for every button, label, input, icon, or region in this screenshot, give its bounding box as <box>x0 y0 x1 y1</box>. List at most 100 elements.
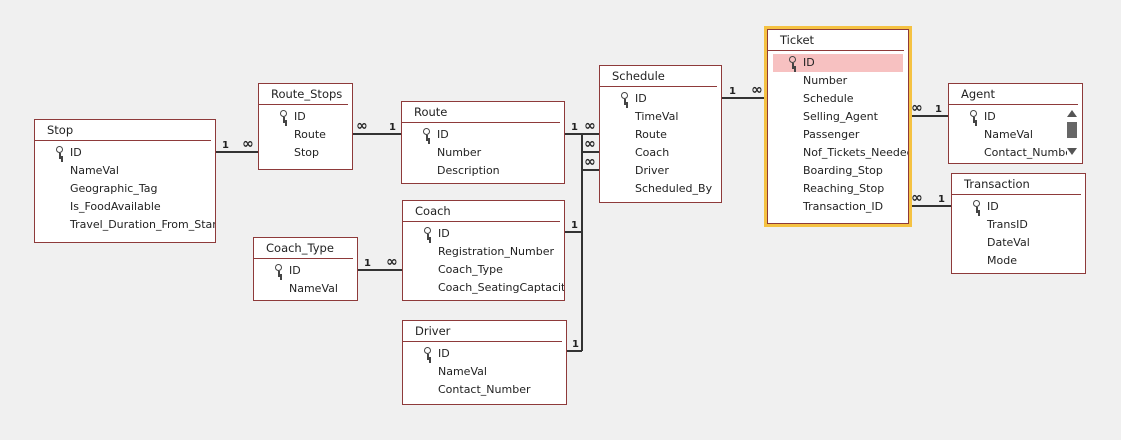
table-agent[interactable]: Agent ID NameVal Contact_Number <box>948 83 1083 164</box>
field-row[interactable]: Schedule <box>768 90 908 108</box>
field-row[interactable]: Is_FoodAvailable <box>35 198 215 216</box>
table-driver[interactable]: Driver ID NameVal Contact_Number <box>402 320 567 405</box>
card-stop-many: ∞ <box>242 136 254 152</box>
field-row[interactable]: Route <box>600 126 721 144</box>
field-label: ID <box>635 92 647 105</box>
field-label: TimeVal <box>635 110 679 123</box>
field-label: Scheduled_By <box>635 182 713 195</box>
card-agent-one: 1 <box>935 104 942 115</box>
field-row[interactable]: Boarding_Stop <box>768 162 908 180</box>
field-row[interactable]: Scheduled_By <box>600 180 721 198</box>
primary-key-icon <box>422 128 431 141</box>
table-title: Route_Stops <box>259 84 348 105</box>
field-label: Transaction_ID <box>803 200 884 213</box>
table-title: Ticket <box>768 30 904 51</box>
field-label: Contact_Number <box>984 146 1067 159</box>
field-row[interactable]: ID <box>949 108 1067 126</box>
field-row[interactable]: Travel_Duration_From_Start <box>35 216 215 234</box>
table-coach-type[interactable]: Coach_Type ID NameVal <box>253 237 358 301</box>
table-title: Driver <box>403 321 562 342</box>
field-label: Route <box>294 128 326 141</box>
field-label: Travel_Duration_From_Start <box>70 218 216 231</box>
field-row[interactable]: Stop <box>259 144 352 162</box>
field-row[interactable]: Transaction_ID <box>768 198 908 216</box>
field-label: ID <box>70 146 82 159</box>
field-row[interactable]: Passenger <box>768 126 908 144</box>
card-schedule-ticket-many: ∞ <box>751 82 763 98</box>
field-row[interactable]: ID <box>402 126 564 144</box>
field-label: Passenger <box>803 128 860 141</box>
card-driver-schedule-many: ∞ <box>584 154 596 170</box>
table-coach[interactable]: Coach ID Registration_Number Coach_Type … <box>402 200 565 301</box>
field-label: ID <box>438 347 450 360</box>
field-label: ID <box>438 227 450 240</box>
field-label: Coach_SeatingCaptacity <box>438 281 565 294</box>
table-title: Coach <box>403 201 560 222</box>
field-row[interactable]: Reaching_Stop <box>768 180 908 198</box>
card-coach-schedule-many: ∞ <box>584 136 596 152</box>
field-row[interactable]: Mode <box>952 252 1085 270</box>
field-row[interactable]: NameVal <box>35 162 215 180</box>
field-row[interactable]: Registration_Number <box>403 243 564 261</box>
field-row[interactable]: Coach_Type <box>403 261 564 279</box>
field-label: Geographic_Tag <box>70 182 158 195</box>
card-route-one: 1 <box>389 122 396 133</box>
field-row[interactable]: TimeVal <box>600 108 721 126</box>
scroll-down-arrow-icon[interactable] <box>1067 148 1077 155</box>
field-label: Coach_Type <box>438 263 503 276</box>
field-label: ID <box>294 110 306 123</box>
field-label: Reaching_Stop <box>803 182 885 195</box>
field-row[interactable]: TransID <box>952 216 1085 234</box>
agent-scrollbar[interactable] <box>1066 110 1078 160</box>
field-label: ID <box>803 56 815 69</box>
field-row[interactable]: ID <box>254 262 357 280</box>
field-row[interactable]: NameVal <box>403 363 566 381</box>
field-label: NameVal <box>984 128 1033 141</box>
card-cointype-one: 1 <box>364 258 371 269</box>
field-row[interactable]: Coach_SeatingCaptacity <box>403 279 564 297</box>
table-transaction[interactable]: Transaction ID TransID DateVal Mode <box>951 173 1086 274</box>
table-title: Stop <box>35 120 211 141</box>
field-label: Number <box>803 74 848 87</box>
field-label: Schedule <box>803 92 854 105</box>
card-agent-many: ∞ <box>911 100 923 116</box>
field-label: ID <box>987 200 999 213</box>
field-row[interactable]: Selling_Agent <box>768 108 908 126</box>
field-row[interactable]: Number <box>402 144 564 162</box>
field-label: Mode <box>987 254 1017 267</box>
field-row[interactable]: Contact_Number <box>949 144 1067 162</box>
field-row[interactable]: Route <box>259 126 352 144</box>
field-row[interactable]: Nof_Tickets_Needed <box>768 144 908 162</box>
field-row[interactable]: ID <box>403 345 566 363</box>
scroll-thumb[interactable] <box>1067 122 1077 138</box>
field-label: Contact_Number <box>438 383 531 396</box>
table-ticket[interactable]: Ticket ID Number Schedule Selling_Agent … <box>764 26 912 227</box>
field-row[interactable]: ID <box>403 225 564 243</box>
field-label: ID <box>984 110 996 123</box>
field-label: Registration_Number <box>438 245 555 258</box>
field-label: Is_FoodAvailable <box>70 200 161 213</box>
field-label: NameVal <box>289 282 338 295</box>
field-row-selected[interactable]: ID <box>773 54 903 72</box>
field-row[interactable]: ID <box>35 144 215 162</box>
field-row[interactable]: NameVal <box>254 280 357 298</box>
table-route[interactable]: Route ID Number Description <box>401 101 565 184</box>
table-stop[interactable]: Stop ID NameVal Geographic_Tag Is_FoodAv… <box>34 119 216 243</box>
field-label: Description <box>437 164 500 177</box>
field-row[interactable]: Number <box>768 72 908 90</box>
scroll-up-arrow-icon[interactable] <box>1067 110 1077 117</box>
field-row[interactable]: Coach <box>600 144 721 162</box>
field-row[interactable]: DateVal <box>952 234 1085 252</box>
field-row[interactable]: ID <box>952 198 1085 216</box>
table-route-stops[interactable]: Route_Stops ID Route Stop <box>258 83 353 170</box>
table-title: Coach_Type <box>254 238 353 259</box>
field-row[interactable]: NameVal <box>949 126 1067 144</box>
field-row[interactable]: ID <box>259 108 352 126</box>
field-row[interactable]: Contact_Number <box>403 381 566 399</box>
table-schedule[interactable]: Schedule ID TimeVal Route Coach Driver S… <box>599 65 722 203</box>
field-row[interactable]: Driver <box>600 162 721 180</box>
field-row[interactable]: ID <box>600 90 721 108</box>
field-label: NameVal <box>70 164 119 177</box>
field-row[interactable]: Geographic_Tag <box>35 180 215 198</box>
field-row[interactable]: Description <box>402 162 564 180</box>
